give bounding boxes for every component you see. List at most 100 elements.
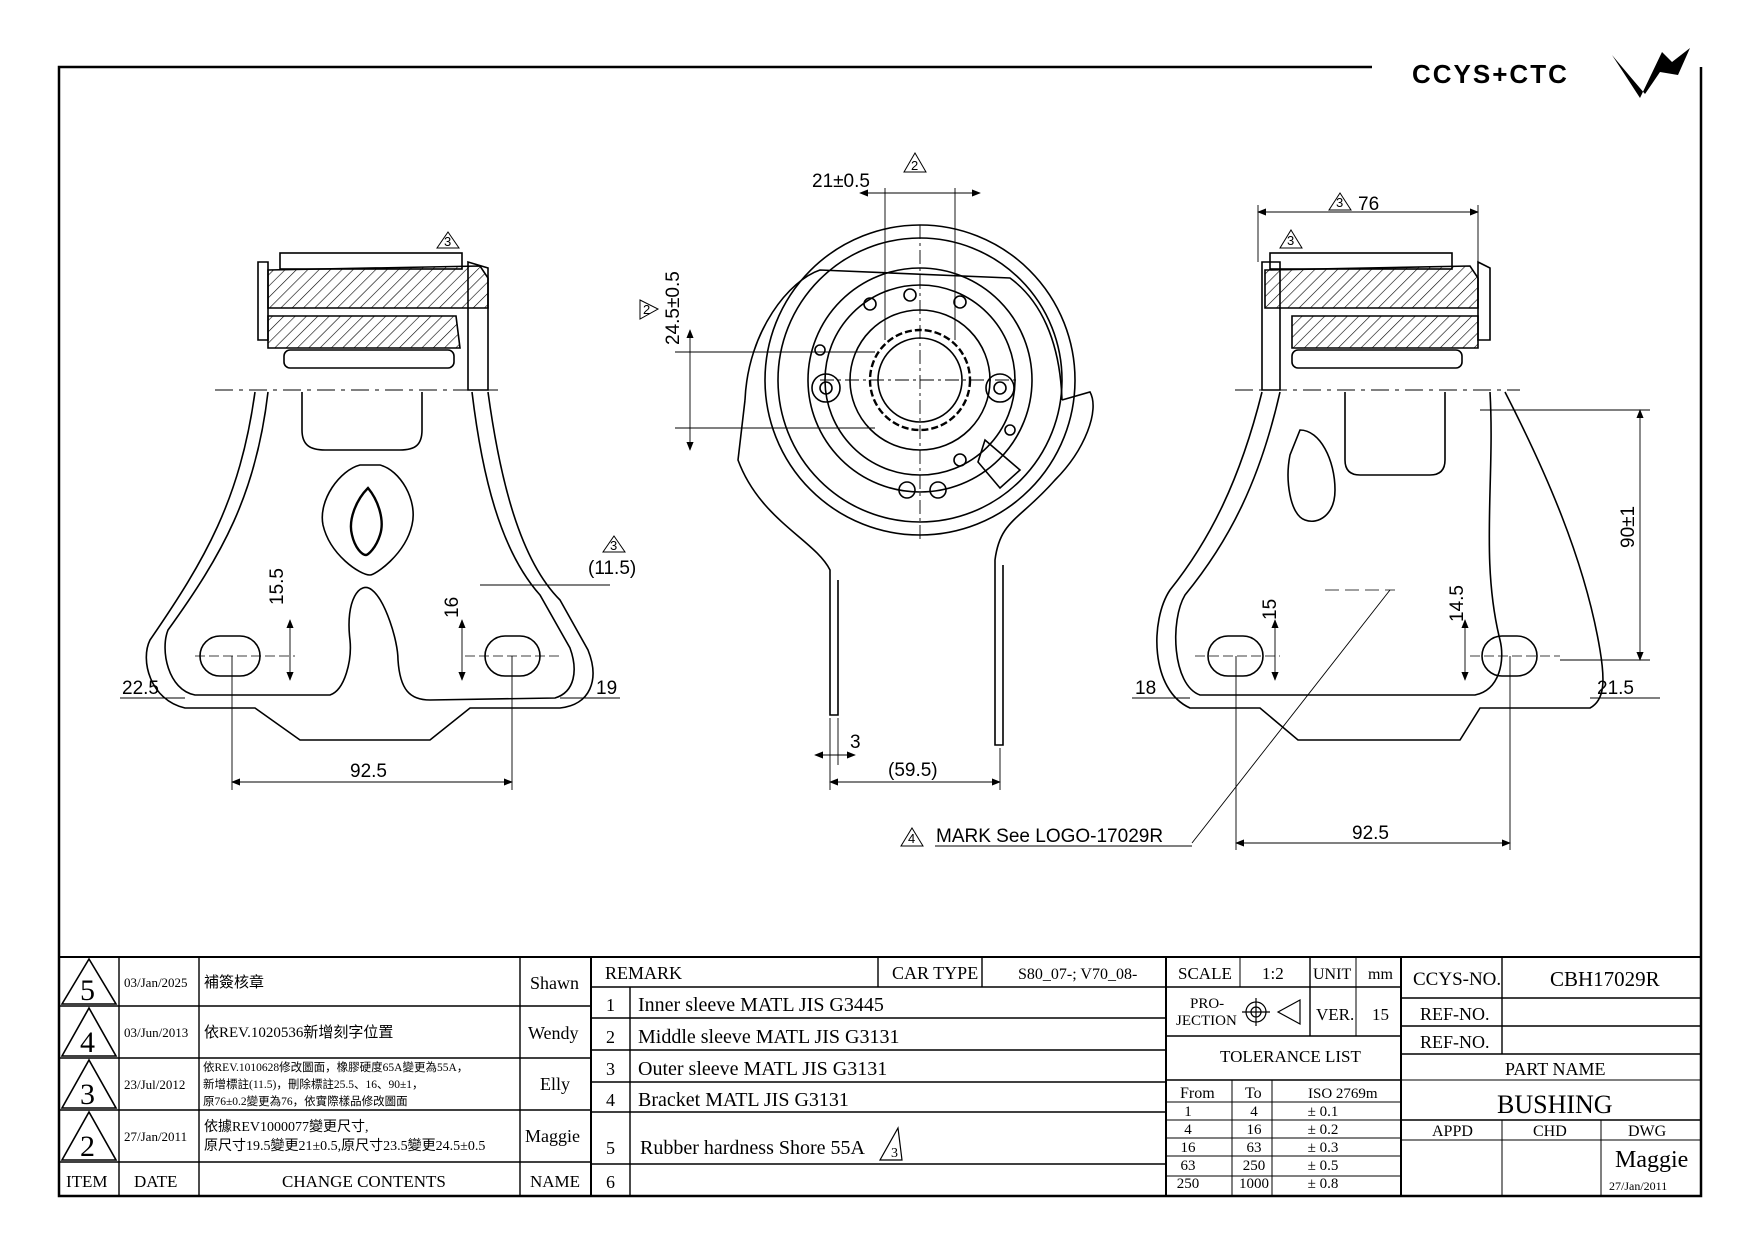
- remark-text: Rubber hardness Shore 55A: [640, 1137, 866, 1159]
- dim-left-11-5: (11.5): [588, 558, 636, 579]
- chd-label: CHD: [1533, 1123, 1567, 1140]
- tolerance-from-cell: 1: [1184, 1104, 1192, 1120]
- remark-label: REMARK: [605, 963, 682, 983]
- rev-marker-mark: 4: [908, 831, 915, 846]
- rubber-section-right: [1291, 315, 1479, 349]
- remark-text: Inner sleeve MATL JIS G3445: [638, 994, 884, 1016]
- unit-label: UNIT: [1313, 966, 1351, 983]
- company-logo: CCYS+CTC: [1412, 48, 1690, 98]
- part-name-label: PART NAME: [1505, 1059, 1605, 1079]
- mounting-slot-right-b: [1481, 635, 1538, 677]
- dim-right-21-5: 21.5: [1597, 678, 1634, 699]
- rubber-section-left: [267, 315, 461, 349]
- rev-header-item: ITEM: [66, 1172, 108, 1191]
- spec-block: SCALE 1:2 UNIT mm PRO- JECTION VER. 15 T…: [1176, 964, 1393, 1102]
- dim-left-16: 16: [442, 597, 463, 618]
- tolerance-standard: ISO 2769m: [1308, 1086, 1378, 1102]
- rev-marker-center-b: 2: [643, 302, 650, 317]
- part-name-value: BUSHING: [1497, 1090, 1613, 1119]
- logo-mark-icon: [1612, 48, 1690, 98]
- rev-content: 依REV.1020536新增刻字位置: [204, 1024, 393, 1041]
- tolerance-from-cell: 16: [1181, 1140, 1197, 1156]
- revision-triangle-icon: [60, 957, 118, 1005]
- tolerance-to-cell: 250: [1243, 1158, 1266, 1174]
- dim-left-22-5: 22.5: [122, 678, 159, 699]
- tolerance-tol-cell: ± 0.2: [1308, 1122, 1339, 1138]
- front-view: [737, 224, 1094, 746]
- rev-marker-right-a: 3: [1336, 195, 1343, 210]
- drawer-name: Maggie: [1615, 1147, 1688, 1173]
- rev-name: Maggie: [525, 1126, 580, 1146]
- tolerance-tol-cell: ± 0.1: [1308, 1104, 1339, 1120]
- tolerance-from-cell: 250: [1177, 1176, 1200, 1192]
- dim-right-14-5: 14.5: [1447, 585, 1468, 622]
- svg-text:CCYS+CTC: CCYS+CTC: [1412, 59, 1569, 89]
- tolerance-to-cell: 1000: [1239, 1176, 1269, 1192]
- tolerance-to-cell: 16: [1247, 1122, 1263, 1138]
- ccys-no-label: CCYS-NO.: [1413, 969, 1501, 990]
- unit-value: mm: [1368, 966, 1393, 983]
- rev-item: 3: [80, 1078, 95, 1111]
- title-block-grid: [59, 956, 1701, 1196]
- dim-center-3: 3: [850, 732, 861, 753]
- rev-date: 03/Jun/2013: [124, 1025, 188, 1040]
- rev-date: 23/Jul/2012: [124, 1077, 185, 1092]
- tolerance-tol-cell: ± 0.3: [1308, 1140, 1339, 1156]
- projection-label: PRO-: [1190, 996, 1224, 1012]
- dim-right-92-5: 92.5: [1352, 823, 1389, 844]
- remark-text: Outer sleeve MATL JIS G3131: [638, 1058, 887, 1080]
- tolerance-from-header: From: [1180, 1085, 1215, 1102]
- rev-header-date: DATE: [134, 1172, 177, 1191]
- dim-center-24-5: 24.5±0.5: [663, 271, 684, 345]
- tolerance-from-cell: 4: [1184, 1122, 1192, 1138]
- remark-table: REMARK CAR TYPE S80_07-; V70_08- 1 Inner…: [605, 963, 1137, 1192]
- rev-content: 原76±0.2變更為76，依實際樣品修改圖面: [203, 1094, 408, 1108]
- dim-left-92-5: 92.5: [350, 761, 387, 782]
- rev-content: 新增標註(11.5)，刪除標註25.5、16、90±1，: [203, 1077, 424, 1091]
- right-view-dimensions: [900, 192, 1660, 850]
- tolerance-to-cell: 63: [1247, 1140, 1262, 1156]
- revision-triangle-icon: [60, 1006, 118, 1057]
- dim-center-21: 21±0.5: [812, 171, 870, 192]
- right-side-view: [1156, 252, 1604, 741]
- left-side-view: [145, 252, 594, 741]
- rev-marker-left: 3: [444, 234, 451, 249]
- revision-table: 5 03/Jan/2025 補簽核章 Shawn 4 03/Jun/2013 依…: [66, 973, 580, 1191]
- scale-value: 1:2: [1262, 964, 1284, 983]
- dim-left-19: 19: [596, 678, 617, 699]
- dim-right-76: 76: [1358, 194, 1379, 215]
- rev-marker-left-b: 3: [610, 538, 617, 553]
- rev-item: 5: [80, 974, 95, 1007]
- projection-symbol-icon: [1242, 998, 1301, 1026]
- tolerance-to-header: To: [1245, 1085, 1262, 1102]
- tolerance-title: TOLERANCE LIST: [1220, 1047, 1361, 1066]
- rev-marker-right-b: 3: [1287, 233, 1294, 248]
- ref-no-label-1: REF-NO.: [1420, 1004, 1490, 1024]
- revision-triangle-icon: [60, 1058, 118, 1109]
- rev-item: 4: [80, 1026, 95, 1059]
- rev-header-content: CHANGE CONTENTS: [282, 1172, 446, 1191]
- dim-left-15-5: 15.5: [267, 568, 288, 605]
- mounting-slot-right-a: [1207, 635, 1264, 677]
- dwg-label: DWG: [1628, 1123, 1667, 1140]
- revision-triangle-icon: [60, 1110, 118, 1161]
- rev-content: 依據REV1000077變更尺寸,: [204, 1119, 369, 1135]
- projection-label: JECTION: [1176, 1013, 1237, 1029]
- rev-content: 補簽核章: [204, 973, 264, 991]
- front-dimension-labels: 21±0.5 24.5±0.5 3 (59.5) 2 2: [643, 158, 938, 781]
- rev-date: 03/Jan/2025: [124, 975, 188, 990]
- revision-triangle-icon: [878, 1126, 903, 1161]
- appd-label: APPD: [1432, 1123, 1473, 1140]
- tolerance-from-cell: 63: [1181, 1158, 1196, 1174]
- right-dimension-labels: 76 15 14.5 90±1 18 21.5 92.5 3 3 4 MARK …: [908, 194, 1639, 847]
- car-type-value: S80_07-; V70_08-: [1018, 966, 1137, 983]
- rev-header-name: NAME: [530, 1172, 580, 1191]
- rev-name: Elly: [540, 1074, 570, 1094]
- info-block: CCYS-NO. CBH17029R REF-NO. REF-NO. PART …: [1413, 967, 1688, 1193]
- dim-right-18: 18: [1135, 678, 1156, 699]
- tolerance-tol-cell: ± 0.8: [1308, 1176, 1339, 1192]
- left-dimension-labels: 22.5 15.5 16 (11.5) 19 92.5 3 3: [122, 234, 636, 782]
- version-label: VER.: [1316, 1005, 1354, 1024]
